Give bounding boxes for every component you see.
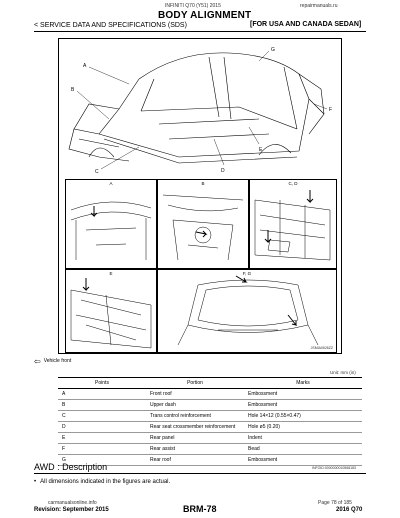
vehicle-front-legend: ⇦ Vehicle front: [34, 356, 72, 366]
section-breadcrumb: < SERVICE DATA AND SPECIFICATIONS (SDS): [34, 22, 187, 29]
portion-cell: Rear assist: [146, 443, 244, 455]
detail-cell-a: A: [65, 179, 157, 269]
marks-cell: Bead: [244, 443, 362, 455]
detail-cell-cd: C, D: [249, 179, 337, 269]
awd-note-text: All dimensions indicated in the figures …: [40, 479, 171, 485]
portion-cell: Upper dash: [146, 399, 244, 411]
portion-cell: Trans control reinforcement: [146, 410, 244, 422]
arrow-left-icon: ⇦: [34, 356, 41, 366]
awd-ref: INFOID:0000000010568183: [312, 466, 356, 470]
detail-cell-b: B: [157, 179, 249, 269]
vehicle-front-label: Vehicle front: [43, 358, 72, 364]
marks-cell: Hole 14×12 (0.55×0.47): [244, 410, 362, 422]
point-cell: B: [58, 399, 146, 411]
detail-cell-e: E: [65, 269, 157, 353]
portion-cell: Rear panel: [146, 432, 244, 444]
callout-a: A: [83, 63, 87, 69]
detail-drawing-cd: [254, 190, 331, 261]
point-cell: C: [58, 410, 146, 422]
table-row: F Rear assist Bead: [58, 443, 362, 455]
table-row: C Trans control reinforcement Hole 14×12…: [58, 410, 362, 422]
table-row: B Upper dash Embossment: [58, 399, 362, 411]
portion-cell: Rear roof: [146, 454, 244, 466]
header-points: Points: [58, 377, 146, 389]
portion-cell: Rear seat crossmember reinforcement: [146, 421, 244, 433]
awd-rule: [34, 473, 366, 474]
callout-g: G: [271, 47, 275, 53]
detail-label-cd: C, D: [288, 181, 298, 186]
detail-label-e: E: [109, 271, 113, 276]
header-marks: Marks: [244, 377, 362, 389]
marks-cell: Indent: [244, 432, 362, 444]
detail-label-b: B: [201, 181, 205, 186]
bullet-icon: •: [34, 479, 37, 485]
header-portion: Portion: [146, 377, 244, 389]
body-alignment-figure: A B C D E F G A B: [58, 38, 342, 354]
page-title: BODY ALIGNMENT: [158, 10, 252, 21]
callout-d: D: [221, 168, 225, 174]
marks-cell: Embossment: [244, 388, 362, 400]
table-row: E Rear panel Indent: [58, 432, 362, 444]
unit-label: Unit: mm (in): [330, 370, 356, 375]
detail-drawing-b: [162, 194, 244, 261]
body-shell-drawing: A B C D E F G: [68, 47, 332, 175]
callout-f: F: [329, 107, 332, 113]
site-header: repairmanuals.ru: [300, 3, 338, 9]
alignment-points-table: Points Portion Marks A Front roof Emboss…: [58, 377, 362, 466]
point-cell: E: [58, 432, 146, 444]
detail-label-fg: F, G: [242, 271, 252, 276]
footer-page-number: BRM-78: [183, 504, 217, 514]
callout-b: B: [71, 87, 75, 93]
header-rule: [34, 31, 366, 32]
footer-revision: Revision: September 2015: [34, 507, 109, 513]
portion-cell: Front roof: [146, 388, 244, 400]
region-label: [FOR USA AND CANADA SEDAN]: [250, 21, 362, 28]
table-row: G Rear roof Embossment: [58, 454, 362, 466]
callout-e: E: [259, 147, 263, 153]
marks-cell: Embossment: [244, 399, 362, 411]
detail-drawing-a: [70, 201, 152, 260]
table-header-row: Points Portion Marks: [58, 377, 362, 389]
footer-site: carmanualsonline.info: [48, 500, 97, 506]
point-cell: G: [58, 454, 146, 466]
awd-heading: AWD : Description: [34, 462, 108, 472]
awd-note: • All dimensions indicated in the figure…: [34, 479, 170, 485]
point-cell: A: [58, 388, 146, 400]
marks-cell: Hole ø5 (0.20): [244, 421, 362, 433]
model-line: INFINITI Q70 (Y51) 2015: [165, 3, 221, 9]
footer-page-of: Page 78 of 185: [318, 500, 352, 506]
table-row: D Rear seat crossmember reinforcement Ho…: [58, 421, 362, 433]
detail-drawing-fg: [177, 275, 319, 346]
detail-cell-fg: F, G JSMIA0626ZZ: [157, 269, 337, 353]
detail-drawing-e: [70, 278, 152, 349]
detail-label-a: A: [109, 181, 113, 186]
marks-cell: Embossment: [244, 454, 362, 466]
footer-model: 2016 Q70: [336, 507, 363, 513]
table-row: A Front roof Embossment: [58, 388, 362, 400]
point-cell: F: [58, 443, 146, 455]
callout-c: C: [95, 169, 99, 175]
point-cell: D: [58, 421, 146, 433]
figure-id: JSMIA0626ZZ: [310, 346, 333, 350]
